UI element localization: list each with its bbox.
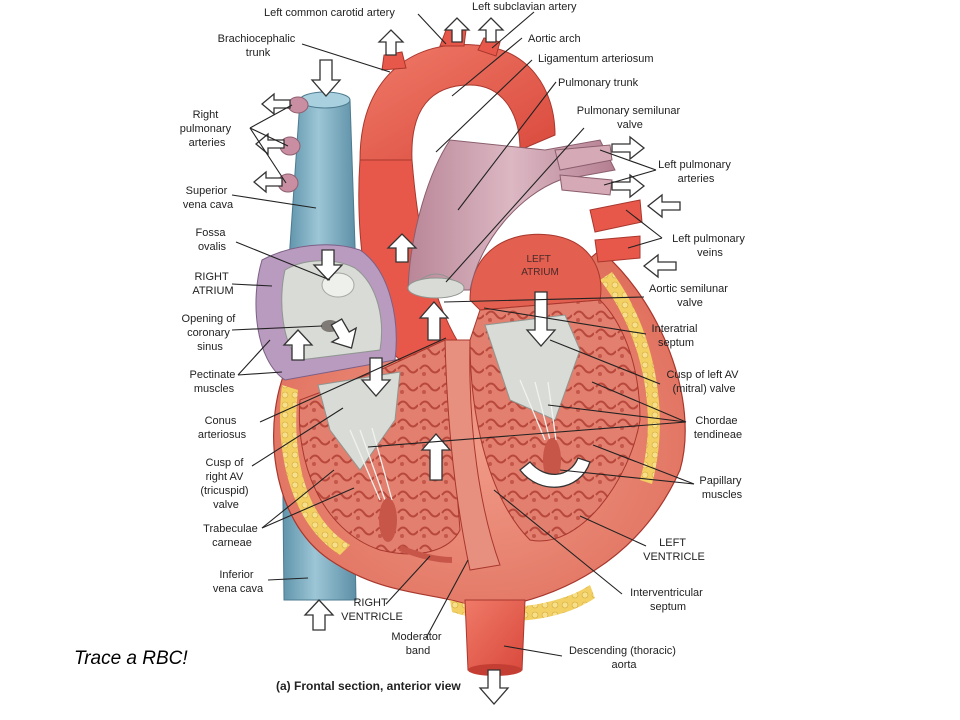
moderator-band-shape	[398, 545, 453, 563]
blood-flow-arrows	[252, 17, 681, 705]
left-pulmonary-veins-shape	[589, 199, 643, 263]
arrow-icon	[377, 29, 405, 56]
label-right-pulmonary-arteries: Right pulmonary arteries	[180, 109, 234, 149]
arrow-icon	[519, 457, 591, 488]
arrow-icon	[443, 17, 471, 43]
arrow-icon	[611, 173, 646, 199]
label-aortic-semilunar-valve: Aortic semilunar valve	[649, 283, 731, 309]
arrow-icon	[310, 59, 342, 97]
chamber-labels: LEFT ATRIUM	[521, 254, 559, 278]
label-cusp-of-right-av-valve: Cusp of right AV (tricuspid) valve	[200, 457, 251, 511]
descending-aorta-shape	[464, 599, 526, 671]
arrow-icon	[478, 669, 510, 705]
tricuspid-valve-cusp	[317, 371, 401, 471]
label-right-atrium: RIGHT ATRIUM	[192, 271, 233, 297]
leader-lines	[231, 11, 695, 657]
label-pectinate-muscles: Pectinate muscles	[190, 369, 239, 395]
mitral-valve-cusp	[484, 314, 581, 421]
chordae-tendineae-strands	[349, 379, 557, 501]
arrow-icon	[252, 170, 283, 194]
arrow-icon	[360, 357, 392, 397]
label-right-ventricle: RIGHT VENTRICLE	[341, 597, 403, 623]
epicardial-fat-left	[600, 272, 660, 484]
structure-labels: Left common carotid artery Left subclavi…	[180, 1, 748, 671]
heart-illustration	[255, 29, 686, 676]
left-pulmonary-arteries-shape	[554, 144, 613, 196]
arrow-icon	[282, 329, 314, 361]
arrow-icon	[330, 318, 358, 349]
label-descending-thoracic-aorta: Descending (thoracic) aorta	[569, 645, 679, 671]
label-papillary-muscles: Papillary muscles	[699, 475, 744, 501]
label-moderator-band: Moderator band	[391, 631, 444, 657]
arrow-icon	[312, 249, 344, 281]
label-chordae-tendineae: Chordae tendineae	[694, 415, 742, 441]
arrow-icon	[646, 193, 681, 219]
arrow-icon	[642, 253, 677, 279]
papillary-muscles-shape	[379, 438, 561, 542]
label-ligamentum-arteriosum: Ligamentum arteriosum	[538, 53, 654, 65]
epicardial-fat	[280, 385, 350, 555]
label-left-ventricle: LEFT VENTRICLE	[643, 537, 705, 563]
label-aortic-arch: Aortic arch	[528, 33, 581, 45]
label-fossa-ovalis: Fossa ovalis	[195, 227, 228, 253]
arrow-icon	[525, 291, 557, 347]
label-opening-of-coronary-sinus: Opening of coronary sinus	[182, 313, 239, 353]
label-left-pulmonary-arteries: Left pulmonary arteries	[658, 159, 734, 185]
arrow-icon	[418, 301, 450, 341]
label-interventricular-septum: Interventricular septum	[630, 587, 706, 613]
label-left-pulmonary-veins: Left pulmonary veins	[672, 233, 748, 259]
arrow-icon	[254, 132, 285, 156]
label-interatrial-septum: Interatrial septum	[652, 323, 701, 349]
left-atrium-chamber	[469, 233, 602, 311]
label-left-subclavian-artery: Left subclavian artery	[472, 1, 577, 13]
slide-caption: Trace a RBC!	[74, 648, 188, 669]
arrow-icon	[303, 599, 335, 631]
label-inferior-vena-cava: Inferior vena cava	[213, 569, 264, 595]
arrow-icon	[611, 135, 646, 161]
label-left-common-carotid-artery: Left common carotid artery	[264, 7, 395, 19]
interventricular-septum-shape	[444, 339, 501, 571]
label-trabeculae-carneae: Trabeculae carneae	[203, 523, 261, 549]
label-conus-arteriosus: Conus arteriosus	[198, 415, 247, 441]
label-pulmonary-trunk: Pulmonary trunk	[558, 77, 639, 89]
aortic-semilunar-valve-shape	[407, 277, 465, 299]
brachiocephalic-trunk-shape	[381, 51, 407, 71]
figure-caption: (a) Frontal section, anterior view	[276, 679, 461, 693]
label-pulmonary-semilunar-valve: Pulmonary semilunar valve	[577, 105, 683, 131]
label-left-atrium: LEFT ATRIUM	[521, 254, 559, 278]
arrow-icon	[260, 92, 291, 116]
arrow-icon	[386, 233, 418, 263]
arrow-icon	[477, 17, 505, 43]
label-superior-vena-cava: Superior vena cava	[183, 185, 234, 211]
label-brachiocephalic-trunk: Brachiocephalic trunk	[218, 33, 299, 59]
label-cusp-of-left-av-valve: Cusp of left AV (mitral) valve	[666, 369, 741, 395]
aortic-arch-shape	[359, 43, 556, 161]
fossa-ovalis-shape	[321, 272, 355, 298]
